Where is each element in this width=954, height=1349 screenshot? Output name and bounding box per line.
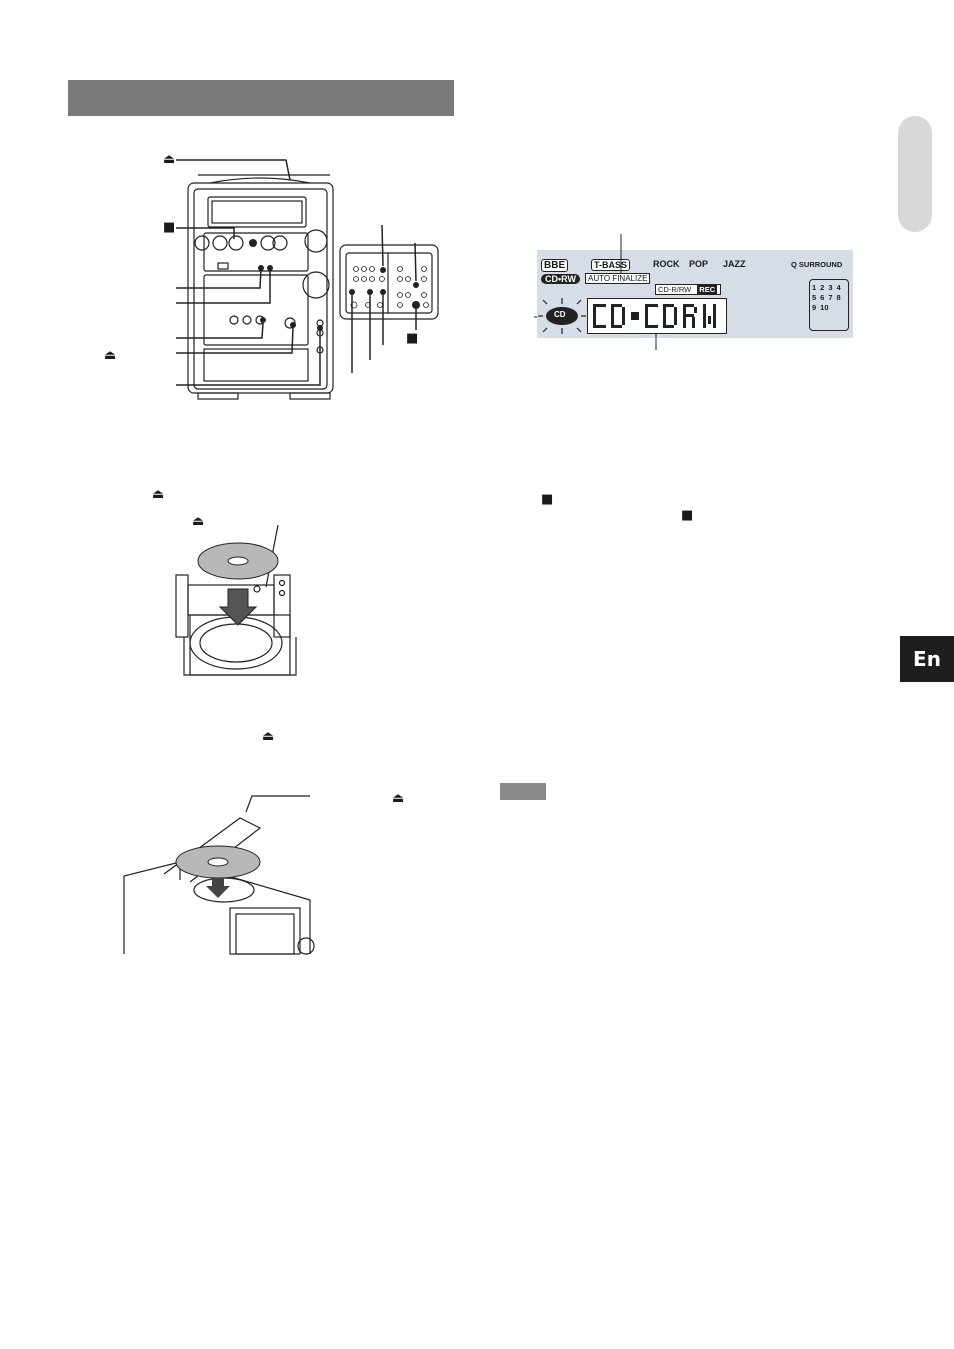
top-loader-figure [123,795,315,955]
eject-icon: ⏏ [392,791,405,806]
eq-pop-indicator: POP [689,259,709,269]
track-calendar: 1 2 3 4 5 6 7 8 9 10 [809,279,849,331]
q-surround-indicator: Q SURROUND [791,260,843,269]
stop-icon: ■ [681,508,694,523]
track-number: 4 [836,283,841,292]
dot-matrix-display [587,298,727,334]
language-tab-label: En [913,647,941,671]
cd-logo: CD [554,310,566,319]
eject-icon: ⏏ [104,348,117,363]
stop-icon: ■ [163,220,176,235]
display-callouts [534,234,657,350]
stop-icon: ■ [406,331,419,346]
cd-spin-icon [538,298,586,334]
cd-r-rw-label: CD-R/RW [658,285,692,294]
track-number: 5 [812,293,817,302]
t-bass-indicator: T-BASS [591,259,631,271]
track-number: 3 [828,283,833,292]
bbe-indicator: BBE [541,259,569,272]
track-number: 1 [812,283,817,292]
note-label-box [500,783,546,800]
display-panel: BBE T-BASS CD•RW AUTO FINALIZE ROCK POP … [537,250,853,338]
track-number: 6 [820,293,825,302]
track-number: 9 [812,303,817,312]
disc-tray-figure [175,524,297,676]
track-number: 2 [820,283,825,292]
section-header-bar [68,80,454,116]
track-number: 7 [828,293,833,302]
rec-indicator: REC [697,285,718,294]
eject-icon: ⏏ [192,514,205,529]
eject-icon: ⏏ [262,729,275,744]
track-number: 8 [836,293,841,302]
cd-rw-indicator: CD•RW [541,274,580,284]
stop-icon: ■ [541,492,554,507]
eject-icon: ⏏ [152,487,165,502]
eq-rock-indicator: ROCK [653,259,680,269]
unit-front-panel-figure [176,159,439,400]
side-thumb-tab [898,116,932,232]
auto-finalize-indicator: AUTO FINALIZE [585,273,651,284]
eject-icon: ⏏ [163,152,176,167]
language-tab: En [900,636,954,682]
cd-r-rw-indicator: CD-R/RW REC [655,284,721,295]
eq-jazz-indicator: JAZZ [723,259,746,269]
track-number: 10 [820,303,829,312]
